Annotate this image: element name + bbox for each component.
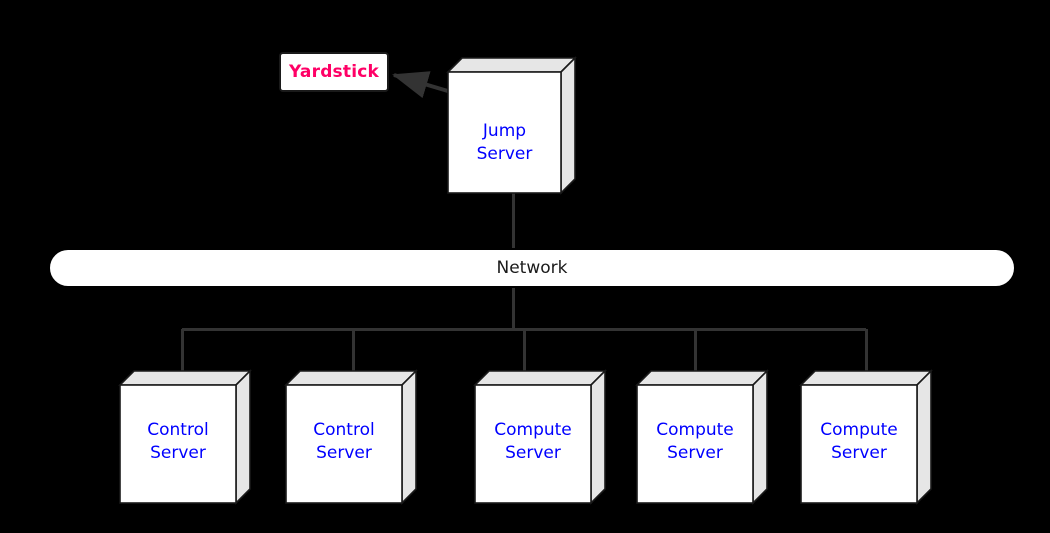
compute-server-1-top-face bbox=[473, 370, 607, 386]
control-server-1-top-face bbox=[118, 370, 252, 386]
yardstick-annotation-box[interactable]: Yardstick bbox=[279, 52, 389, 92]
compute-server-3-side-face bbox=[916, 369, 932, 505]
compute-server-2-side-face bbox=[752, 369, 768, 505]
yardstick-label: Yardstick bbox=[288, 62, 380, 82]
compute-server-1-front-face bbox=[474, 384, 592, 504]
control-server-2-front-face bbox=[285, 384, 403, 504]
control-server-2-node[interactable]: Control Server bbox=[284, 369, 418, 505]
jump-server-side-face bbox=[560, 56, 576, 195]
jump-server-node[interactable]: Jump Server bbox=[446, 56, 577, 195]
compute-server-1-side-face bbox=[590, 369, 606, 505]
control-server-1-front-face bbox=[119, 384, 237, 504]
compute-server-2-front-face bbox=[636, 384, 754, 504]
compute-server-2-top-face bbox=[635, 370, 769, 386]
network-label: Network bbox=[496, 258, 568, 278]
compute-server-2-node[interactable]: Compute Server bbox=[635, 369, 769, 505]
control-server-2-top-face bbox=[284, 370, 418, 386]
control-server-1-node[interactable]: Control Server bbox=[118, 369, 252, 505]
compute-server-3-node[interactable]: Compute Server bbox=[799, 369, 933, 505]
network-bar[interactable]: Network bbox=[48, 248, 1016, 288]
control-server-1-side-face bbox=[235, 369, 251, 505]
compute-server-3-top-face bbox=[799, 370, 933, 386]
jump-server-front-face bbox=[447, 71, 562, 194]
compute-server-3-front-face bbox=[800, 384, 918, 504]
jump-server-top-face bbox=[446, 57, 577, 73]
control-server-2-side-face bbox=[401, 369, 417, 505]
compute-server-1-node[interactable]: Compute Server bbox=[473, 369, 607, 505]
